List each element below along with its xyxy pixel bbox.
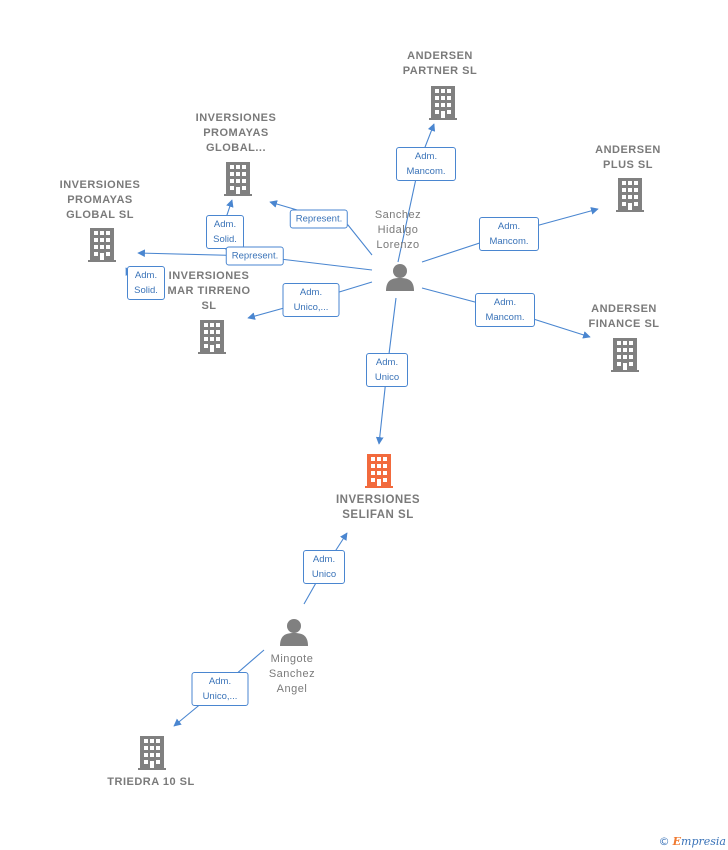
building-icon-inv-mar-tirreno: [198, 320, 226, 354]
edge-label-10[interactable]: Adm. Unico: [303, 550, 345, 584]
node-label-inv-promayas-global-sl[interactable]: INVERSIONES PROMAYAS GLOBAL SL: [59, 179, 141, 221]
edge-label-7[interactable]: Adm. Mancom.: [479, 217, 539, 251]
node-label-triedra[interactable]: TRIEDRA 10 SL: [107, 776, 195, 788]
node-label-sanchez-hidalgo[interactable]: Sanchez Hidalgo Lorenzo: [374, 209, 422, 251]
edge-label-2[interactable]: Represent.: [289, 209, 349, 229]
edge-label-8[interactable]: Adm. Mancom.: [475, 293, 535, 327]
node-label-inv-promayas-global-dots[interactable]: INVERSIONES PROMAYAS GLOBAL...: [195, 112, 277, 154]
building-icon-triedra: [138, 736, 166, 770]
building-icon-inv-promayas-global-sl: [88, 228, 116, 262]
person-icon-mingote: [280, 619, 308, 646]
node-label-andersen-finance[interactable]: ANDERSEN FINANCE SL: [588, 303, 660, 330]
building-icon-andersen-plus: [616, 178, 644, 212]
empresia-logo[interactable]: ©Empresia: [659, 835, 726, 848]
edge-label-5[interactable]: Adm. Solid.: [127, 266, 165, 300]
brand-name: mpresia: [681, 835, 726, 848]
node-label-mingote[interactable]: Mingote Sanchez Angel: [268, 653, 316, 695]
node-label-inv-mar-tirreno[interactable]: INVERSIONES MAR TIRRENO SL: [167, 270, 251, 312]
building-icon-inv-selifan: [365, 454, 393, 488]
node-label-inv-selifan[interactable]: INVERSIONES SELIFAN SL: [335, 494, 421, 521]
edge-lines: [125, 123, 599, 727]
edge-label-4[interactable]: Represent.: [225, 246, 285, 266]
copyright-icon: ©: [658, 835, 670, 848]
building-icon-andersen-finance: [611, 338, 639, 372]
building-icon-inv-promayas-global-dots: [224, 162, 252, 196]
edge-label-1[interactable]: Adm. Mancom.: [396, 147, 456, 181]
edge-label-6[interactable]: Adm. Unico,...: [282, 283, 340, 317]
node-label-andersen-partner[interactable]: ANDERSEN PARTNER SL: [402, 50, 478, 77]
edge-label-3[interactable]: Adm. Solid.: [206, 215, 244, 249]
building-icon-andersen-partner: [429, 86, 457, 120]
person-icon-sanchez-hidalgo: [386, 264, 414, 291]
brand-initial: E: [672, 835, 682, 848]
edge-label-9[interactable]: Adm. Unico: [366, 353, 408, 387]
node-label-andersen-plus[interactable]: ANDERSEN PLUS SL: [595, 144, 661, 171]
edge-label-11[interactable]: Adm. Unico,...: [191, 672, 249, 706]
